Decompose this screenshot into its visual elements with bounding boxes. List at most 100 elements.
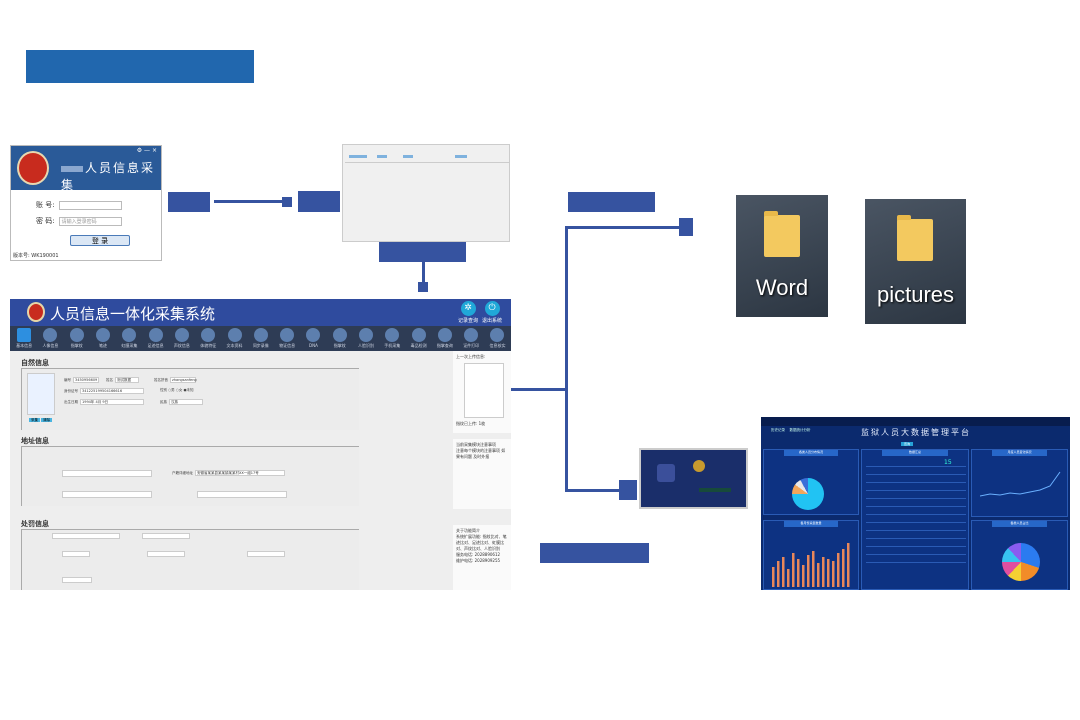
folder-icon xyxy=(764,211,800,257)
list-button[interactable] xyxy=(455,155,467,158)
exit-label: 退出系统 xyxy=(481,318,502,324)
nav-item[interactable]: 指掌查询 xyxy=(432,326,458,351)
connector xyxy=(565,226,680,229)
bar xyxy=(837,553,840,587)
nav-item[interactable]: 文本资料 xyxy=(221,326,247,351)
notice-panel: 当前采集模块注意事项 注意每个模块的注意事项 如果有问题 及时外报 xyxy=(453,439,511,509)
nav-item[interactable]: 物证信息 xyxy=(274,326,300,351)
nav-label: 声纹信息 xyxy=(173,343,190,348)
gender-label: 性别 xyxy=(160,388,167,392)
penalty-select[interactable] xyxy=(142,533,190,539)
list-button[interactable] xyxy=(377,155,387,158)
bar xyxy=(807,555,810,587)
penalty-field[interactable] xyxy=(62,551,90,557)
tab-statistics[interactable]: 数据统计分析 xyxy=(789,428,811,432)
account-input[interactable] xyxy=(58,200,122,210)
gender-female[interactable]: 女 xyxy=(178,388,183,392)
nav-item[interactable]: 基本信息 xyxy=(11,326,37,351)
emblem-icon xyxy=(27,302,45,322)
connector xyxy=(565,226,568,492)
birth-date-picker[interactable]: 1994年 4月 9日 xyxy=(80,399,144,405)
minimize-icon[interactable]: — xyxy=(144,147,151,154)
record-query-label: 记录查询 xyxy=(457,318,478,324)
person-id-field[interactable]: 3450956609 xyxy=(73,377,99,383)
last-upload-label: 上一次上传信息: xyxy=(456,354,486,359)
big-data-dashboard: 历史记录 数据统计分析 监狱人员大数据管理平台 查询 各类人员分布情况 数据汇总… xyxy=(761,417,1070,590)
tab-history[interactable]: 历史记录 xyxy=(771,428,785,432)
name-label: 姓名 xyxy=(106,378,113,382)
pinyin-field[interactable]: zhangsanfeng xyxy=(170,377,197,383)
login-button[interactable]: 登 录 xyxy=(70,235,130,246)
current-region-field[interactable] xyxy=(62,491,152,498)
nav-item[interactable]: 虹膜采集 xyxy=(116,326,142,351)
password-input[interactable]: 请输入登录密码 xyxy=(58,216,122,226)
penalty-date[interactable] xyxy=(247,551,285,557)
last-upload-photo xyxy=(464,363,504,418)
dashboard-titlebar xyxy=(761,417,1070,426)
query-button[interactable]: 查询 xyxy=(901,442,914,446)
connector xyxy=(511,388,567,391)
exit-system-button[interactable]: ⏻退出系统 xyxy=(480,301,504,324)
pictures-folder-label: pictures xyxy=(876,282,955,307)
gender-male[interactable]: 男 xyxy=(171,388,175,392)
panel-title: 各类人员占比 xyxy=(992,521,1047,527)
nav-item[interactable]: DNA xyxy=(300,326,326,351)
upload-panel: 上一次上传信息: 指纹已上传: 1枚 xyxy=(453,351,511,433)
gender-unknown[interactable]: 未知 xyxy=(186,388,194,392)
pinyin-label: 姓名拼音 xyxy=(154,378,168,382)
bar xyxy=(777,561,780,587)
app-title: 人员信息一体化采集系统 xyxy=(50,305,216,323)
id-number-field[interactable]: 341225199504166616 xyxy=(80,388,144,394)
section-penalty-info: 处罚信息 xyxy=(21,520,49,528)
settings-icon[interactable]: ⚙ xyxy=(136,147,143,154)
penalty-date[interactable] xyxy=(147,551,185,557)
login-button[interactable] xyxy=(699,488,731,492)
account-label: 账 号: xyxy=(36,201,55,209)
nation-select[interactable]: 汉族 xyxy=(169,399,203,405)
name-field[interactable]: 测试数据 xyxy=(115,377,139,383)
bar xyxy=(817,563,820,587)
current-address-field[interactable] xyxy=(197,491,287,498)
household-address-field[interactable]: 安徽省某某县某某镇某某村XX一组17号 xyxy=(195,470,285,476)
pictures-folder[interactable]: pictures xyxy=(865,199,966,324)
close-icon[interactable]: × xyxy=(151,147,157,154)
nav-item[interactable]: 声纹信息 xyxy=(169,326,195,351)
nav-item[interactable]: 毒品检测 xyxy=(405,326,431,351)
nav-label: 指掌纹 xyxy=(333,343,346,348)
nav-item[interactable]: 人脸识别 xyxy=(353,326,379,351)
nav-item[interactable]: 体貌特征 xyxy=(195,326,221,351)
nav-item[interactable]: 同步录像 xyxy=(248,326,274,351)
nav-item[interactable]: 人像信息 xyxy=(37,326,63,351)
monthly-panel: 各月份采集数量 xyxy=(763,520,859,590)
badge-icon xyxy=(657,464,675,482)
password-label: 密 码: xyxy=(36,217,55,225)
nav-item[interactable]: 信息核实 xyxy=(484,326,510,351)
penalty-select[interactable] xyxy=(52,533,120,539)
module-icon xyxy=(201,328,216,342)
uploaded-count: 指纹已上传: 1枚 xyxy=(456,421,486,426)
distribution-panel: 各类人员分布情况 xyxy=(763,449,859,515)
record-query-button[interactable]: ✲记录查询 xyxy=(456,301,480,324)
penalty-select[interactable] xyxy=(62,577,92,583)
nav-item[interactable]: 笔迹 xyxy=(90,326,116,351)
bar xyxy=(792,553,795,587)
nav-item[interactable]: 证件打印 xyxy=(458,326,484,351)
bar xyxy=(832,561,835,587)
word-folder[interactable]: Word xyxy=(736,195,828,317)
nav-item[interactable]: 手机采集 xyxy=(379,326,405,351)
household-region-field[interactable] xyxy=(62,470,152,477)
list-button[interactable] xyxy=(349,155,367,158)
nav-item[interactable]: 指掌纹 xyxy=(327,326,353,351)
clear-button[interactable]: 清除 xyxy=(41,418,53,422)
main-app-window: 人员信息一体化采集系统 ✲记录查询 ⏻退出系统 基本信息人像信息指掌纹笔迹虹膜采… xyxy=(10,299,511,590)
nav-item[interactable]: 指掌纹 xyxy=(64,326,90,351)
list-button[interactable] xyxy=(403,155,413,158)
connector-end xyxy=(418,282,428,292)
capture-button[interactable]: 采集 xyxy=(29,418,40,422)
module-icon xyxy=(490,328,505,342)
nav-item[interactable]: 足迹信息 xyxy=(142,326,168,351)
module-icon xyxy=(411,328,426,342)
platform-login-screen xyxy=(639,448,748,509)
window-controls[interactable]: ⚙ — × xyxy=(137,147,157,154)
label-box-3 xyxy=(379,242,466,262)
